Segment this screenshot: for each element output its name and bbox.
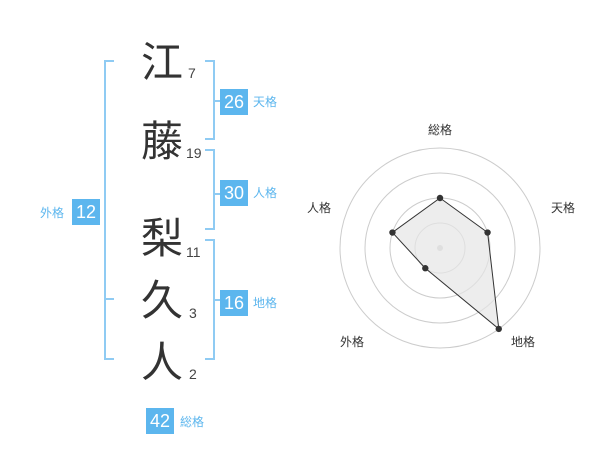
stroke-count-1: 7 (188, 65, 196, 81)
radar-point-tenkaku (484, 229, 491, 236)
radar-axis-label-gaikaku: 外格 (340, 335, 365, 349)
name-char-3: 梨 (141, 214, 184, 263)
radar-ring-3 (364, 172, 516, 324)
soukaku-value-badge: 42 (146, 408, 174, 434)
radar-axis-label-soukaku: 総格 (428, 123, 453, 137)
radar-point-soukaku (436, 194, 444, 202)
stroke-count-3: 11 (186, 244, 201, 260)
radar-point-gaikaku (422, 265, 429, 272)
jinkaku-label: 人格 (253, 186, 278, 200)
radar-axis-label-jinkaku: 人格 (307, 201, 332, 215)
tenkaku-label: 天格 (253, 95, 278, 109)
radar-axis-label-chikaku: 地格 (511, 335, 536, 349)
stroke-count-5: 2 (189, 366, 197, 382)
name-char-4: 久 (141, 276, 184, 325)
jinkaku-bracket (205, 149, 215, 230)
gaikaku-value-badge: 12 (72, 199, 100, 225)
name-char-2: 藤 (141, 117, 184, 166)
radar-ring-4 (339, 147, 541, 349)
gaikaku-bracket (104, 60, 114, 360)
radar-points (389, 194, 502, 333)
chikaku-label: 地格 (253, 296, 278, 310)
jinkaku-value-badge: 30 (220, 180, 248, 206)
radar-axis-label-tenkaku: 天格 (551, 201, 576, 215)
radar-point-jinkaku (389, 229, 396, 236)
radar-area (391, 197, 500, 331)
tenkaku-value-badge: 26 (220, 89, 248, 115)
name-char-5: 人 (141, 338, 184, 387)
soukaku-label: 総格 (180, 415, 205, 429)
stroke-count-2: 19 (186, 145, 202, 161)
name-char-1: 江 (141, 38, 184, 87)
chikaku-value-badge: 16 (220, 290, 248, 316)
stroke-count-4: 3 (189, 305, 197, 321)
radar-point-chikaku (495, 325, 502, 333)
gaikaku-label: 外格 (40, 206, 65, 220)
